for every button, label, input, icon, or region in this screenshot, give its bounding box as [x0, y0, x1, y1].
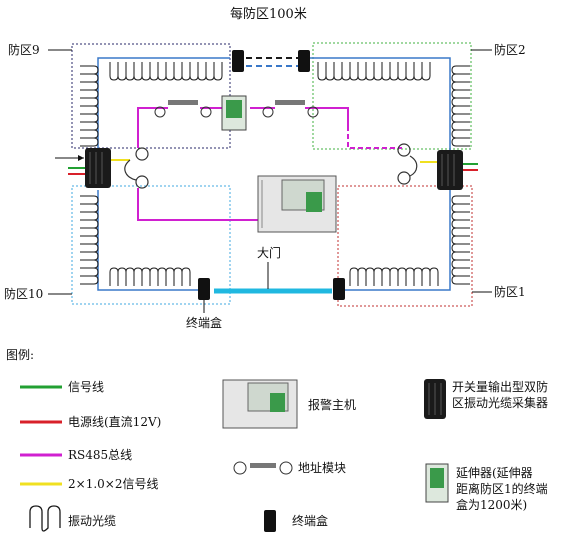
legend-power-label: 电源线(直流12V) [68, 415, 162, 429]
legend-2x1-label: 2×1.0×2信号线 [68, 477, 159, 491]
end-box-top-left [232, 50, 244, 72]
end-box-bottom-right [333, 278, 345, 300]
cable-coil [451, 195, 470, 285]
rs485-bus [137, 107, 349, 148]
top-label: 每防区100米 [230, 7, 307, 22]
legend-address-module-label: 地址模块 [298, 461, 347, 475]
end-box-top-right [298, 50, 310, 72]
extender-diagram [221, 95, 247, 131]
end-box-bottom-left [198, 278, 210, 300]
legend-vibration-label: 振动光缆 [68, 514, 117, 528]
cable-coil [80, 65, 99, 147]
legend-signal-label: 信号线 [68, 380, 105, 394]
vibration-cable-coils [80, 62, 470, 286]
legend-extender-label-1: 延伸器(延伸器 [456, 466, 533, 480]
zone2-box [312, 42, 472, 150]
address-module-top-right [262, 100, 319, 118]
legend-address-module-icon [233, 461, 293, 475]
collector-right [437, 150, 463, 190]
legend-title: 图例: [6, 348, 35, 362]
end-box-label: 终端盒 [186, 316, 223, 330]
cable-coil [349, 267, 439, 286]
cable-coil [317, 62, 431, 81]
legend-vibration-swatch [29, 505, 61, 532]
address-module-top-left [154, 100, 212, 118]
zone2-label: 防区2 [494, 43, 526, 57]
cable-coil [80, 195, 99, 285]
zone9-label: 防区9 [8, 43, 40, 57]
address-module-left-diagram [124, 147, 149, 189]
arrow-head-left [78, 155, 84, 161]
gate-label: 大门 [257, 246, 282, 260]
fiber-loop [97, 57, 451, 291]
rs485-bus-lower [137, 188, 262, 221]
legend-alarm-host-label: 报警主机 [308, 398, 357, 412]
legend-collector-icon [424, 379, 446, 419]
cable-coil [451, 65, 470, 147]
zone9-box [71, 43, 231, 149]
legend-rs485-label: RS485总线 [68, 448, 133, 462]
collector-left [85, 148, 111, 188]
legend-end-box-label: 终端盒 [292, 514, 329, 528]
legend-extender-label-2: 距离防区1的终端 [456, 482, 548, 496]
alarm-host-diagram [257, 175, 337, 233]
legend-extender-label-3: 盒为1200米) [456, 498, 528, 512]
legend-collector-label-1: 开关量输出型双防 [452, 380, 549, 394]
address-module-right-diagram [397, 143, 418, 185]
cable-coil [109, 267, 191, 286]
zone10-label: 防区10 [4, 287, 44, 301]
cable-coil [109, 62, 223, 81]
zone1-box [337, 185, 473, 307]
rs485-bus-dashed [347, 126, 402, 149]
legend-end-box-icon [264, 510, 276, 532]
legend-extender-icon [425, 463, 449, 503]
legend-alarm-host-icon [222, 379, 298, 429]
zone10-box [71, 185, 231, 305]
zone1-label: 防区1 [494, 285, 526, 299]
legend-collector-label-2: 区振动光缆采集器 [452, 396, 549, 410]
